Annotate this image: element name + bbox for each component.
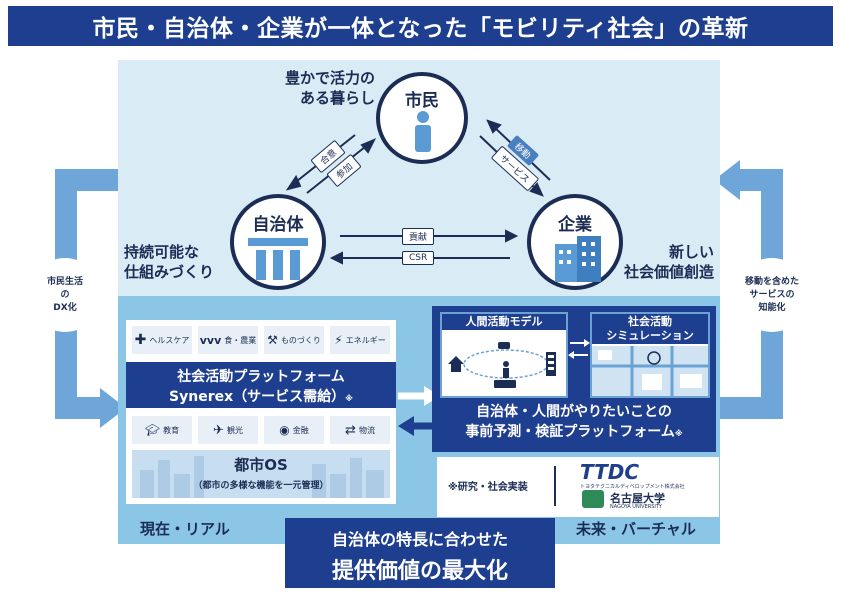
skyline-icon xyxy=(140,456,384,498)
tourism-item: ✈観光 xyxy=(198,416,258,444)
company-node: 企業 xyxy=(527,194,623,290)
city-os-box: 都市OS （都市の多様な機能を一元管理） xyxy=(132,450,390,498)
page-title: 市民・自治体・企業が一体となった「モビリティ社会」の革新 xyxy=(8,6,833,46)
simulation-title: 社会活動シミュレーション xyxy=(592,314,708,344)
citizen-node: 市民 xyxy=(376,72,468,164)
city-map-icon xyxy=(592,346,708,396)
person-icon xyxy=(415,111,431,152)
crop-icon: vvv xyxy=(199,333,222,347)
government-node: 自治体 xyxy=(230,194,326,290)
coins-icon: ◉ xyxy=(279,423,290,437)
simulation-box: 社会活動シミュレーション xyxy=(590,312,710,398)
education-item: 🎓︎教育 xyxy=(132,416,192,444)
synerex-band: 社会活動プラットフォーム Synerex（サービス需給）※ xyxy=(126,362,396,408)
partner-logos xyxy=(437,457,719,517)
city-os-subtitle: （都市の多様な機能を一元管理） xyxy=(193,481,329,491)
graduation-cap-icon: 🎓︎ xyxy=(144,423,161,437)
government-caption: 持続可能な仕組みづくり xyxy=(124,243,215,281)
wrench-icon: ⚒ xyxy=(267,333,278,347)
company-caption: 新しい社会価値創造 xyxy=(623,243,714,281)
sync-arrows-icon xyxy=(568,339,590,359)
human-model-box: 人間活動モデル xyxy=(440,312,568,398)
exchange-icon: ⇄ xyxy=(345,422,356,438)
ttdc-logo: TTDC xyxy=(580,460,640,484)
government-label: 自治体 xyxy=(252,215,304,235)
city-os-title: 都市OS xyxy=(234,456,288,474)
citizen-label: 市民 xyxy=(405,91,439,111)
csr-label: CSR xyxy=(402,251,435,265)
manufacturing-item: ⚒ものづくり xyxy=(264,326,324,354)
building-icon xyxy=(248,238,308,280)
nagoya-logo: 名古屋大学 xyxy=(610,492,665,505)
ttdc-subtitle: トヨタテクニカルディベロップメント株式会社 xyxy=(580,484,685,490)
future-virtual-label: 未来・バーチャル xyxy=(576,520,696,538)
finance-item: ◉金融 xyxy=(264,416,324,444)
industry-icons-bottom: 🎓︎教育 ✈観光 ◉金融 ⇄物流 xyxy=(132,416,390,444)
airplane-icon: ✈ xyxy=(213,422,224,438)
citizen-caption: 豊かで活力のある暮らし xyxy=(284,69,375,107)
nagoya-logo-en: NAGOYA UNIVERSITY xyxy=(610,504,662,510)
research-caption: ※研究・社会実装 xyxy=(448,482,528,493)
intelligence-circle: 移動を含めたサービスの知能化 xyxy=(735,258,809,332)
present-real-label: 現在・リアル xyxy=(140,520,230,538)
healthcare-item: ✚ヘルスケア xyxy=(132,326,192,354)
activity-cycle-icon xyxy=(448,342,556,388)
nagoya-emblem-icon xyxy=(582,490,604,508)
energy-item: ⚡エネルギー xyxy=(330,326,390,354)
power-plug-icon: ⚡ xyxy=(334,333,343,347)
simulation-caption: 自治体・人間がやりたいことの 事前予測・検証プラットフォーム※ xyxy=(465,404,683,440)
contribution-label: 貢献 xyxy=(402,228,435,245)
medical-cross-icon: ✚ xyxy=(134,332,147,348)
company-label: 企業 xyxy=(558,215,592,235)
logo-divider xyxy=(554,466,556,506)
human-model-title: 人間活動モデル xyxy=(442,314,566,330)
logistics-item: ⇄物流 xyxy=(330,416,390,444)
office-building-icon xyxy=(555,236,601,282)
value-banner: 自治体の特長に合わせた 提供価値の最大化 xyxy=(285,518,555,588)
